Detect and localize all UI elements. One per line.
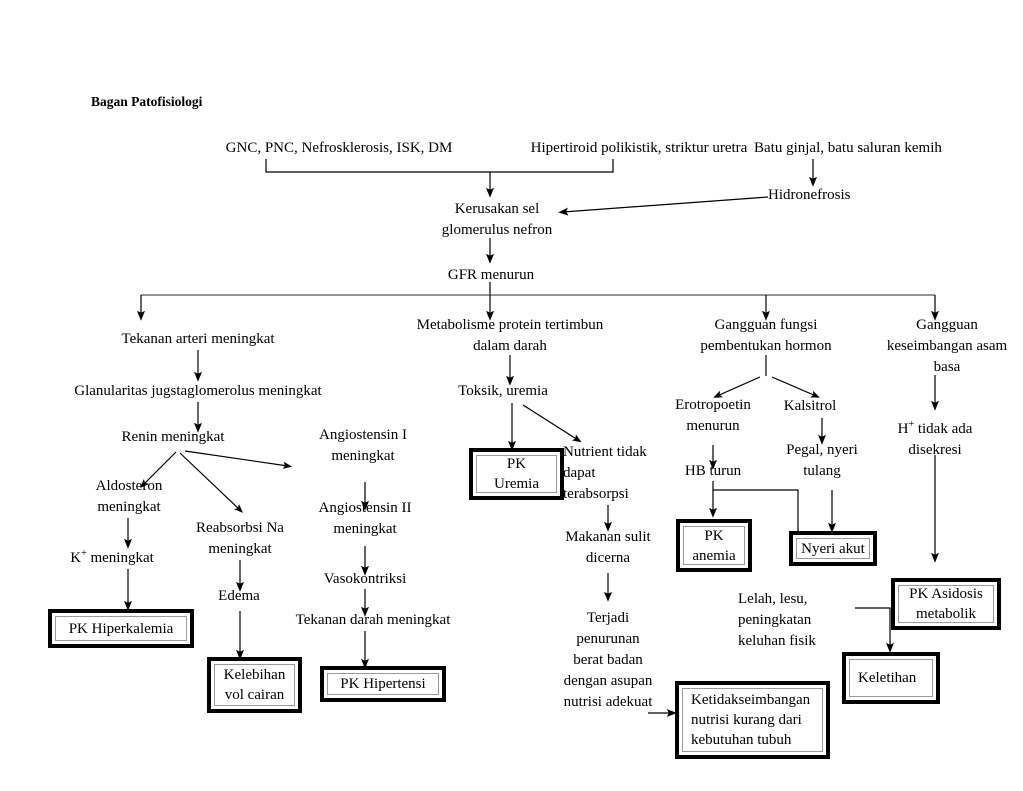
kalium-superscript: +	[81, 548, 87, 559]
node-metabolisme-protein: Metabolisme protein tertimbun dalam dara…	[416, 317, 604, 354]
node-gangguan-fungsi-hormon: Gangguan fungsi pembentukan hormon	[700, 317, 832, 354]
node-h-tidak-ada-disekresi: H+ tidak ada disekresi	[898, 414, 973, 461]
box-nyeri-akut-label: Nyeri akut	[796, 538, 870, 559]
node-kerusakan-sel: Kerusakan sel glomerulus nefron	[441, 201, 553, 238]
box-pk-asidosis-metabolik-label: PK Asidosis metabolik	[898, 585, 994, 623]
box-keletihan-label: Keletihan	[849, 659, 933, 697]
node-tekanan-darah: Tekanan darah meningkat	[295, 612, 451, 628]
hidrogen-line2: disekresi	[908, 442, 962, 458]
node-kalsitrol: Kalsitrol	[783, 398, 837, 414]
node-aldosteron: Aldosteron meningkat	[95, 478, 163, 515]
hidrogen-symbol: H	[897, 421, 909, 437]
box-pk-hipertensi[interactable]: PK Hipertensi	[320, 666, 446, 702]
box-pk-anemia-label: PK anemia	[683, 526, 745, 565]
node-reabsorbsi-na: Reabsorbsi Na meningkat	[196, 520, 284, 557]
node-pegal-nyeri-tulang: Pegal, nyeri tulang	[786, 442, 858, 479]
node-causes-mid: Hipertiroid polikistik, striktur uretra	[530, 140, 748, 156]
box-kelebihan-vol-cairan-label: Kelebihan vol cairan	[214, 664, 295, 706]
node-lelah-lesu: Lelah, lesu, peningkatan keluhan fisik	[738, 591, 816, 649]
node-terjadi-penurunan-berat: Terjadi penurunan berat badan dengan asu…	[563, 610, 653, 710]
box-pk-uremia[interactable]: PK Uremia	[469, 448, 564, 500]
kalium-symbol: K	[70, 550, 82, 566]
node-angiostensin-2: Angiostensin II meningkat	[318, 500, 412, 537]
node-makanan-sulit-dicerna: Makanan sulit dicerna	[565, 529, 651, 566]
node-vasokontriksi: Vasokontriksi	[323, 571, 407, 587]
node-gfr-menurun: GFR menurun	[447, 267, 535, 283]
box-pk-hiperkalemia[interactable]: PK Hiperkalemia	[48, 609, 194, 648]
box-kelebihan-vol-cairan[interactable]: Kelebihan vol cairan	[207, 657, 302, 713]
box-pk-uremia-label: PK Uremia	[476, 455, 557, 493]
box-pk-asidosis-metabolik[interactable]: PK Asidosis metabolik	[891, 578, 1001, 630]
node-kalium-meningkat: K+ meningkat	[70, 543, 154, 569]
node-glanularitas: Glanularitas jugstaglomerolus meningkat	[74, 383, 322, 399]
box-pk-anemia[interactable]: PK anemia	[676, 519, 752, 572]
box-pk-hiperkalemia-label: PK Hiperkalemia	[55, 616, 187, 641]
hidrogen-rest: tidak ada	[914, 421, 973, 437]
node-nutrient-tidak-terabsorpsi: Nutrient tidak dapat terabsorpsi	[563, 444, 647, 502]
box-nyeri-akut[interactable]: Nyeri akut	[789, 531, 877, 566]
box-ketidakseimbangan-nutrisi-label: Ketidakseimbangan nutrisi kurang dari ke…	[682, 688, 823, 752]
page-title: Bagan Patofisiologi	[91, 94, 203, 109]
node-gangguan-keseimbangan-asam-basa: Gangguan keseimbangan asam basa	[886, 317, 1008, 375]
node-tekanan-arteri: Tekanan arteri meningkat	[121, 331, 275, 347]
node-angiostensin-1: Angiostensin I meningkat	[319, 427, 407, 464]
node-erotropoetin-menurun: Erotropoetin menurun	[675, 397, 751, 434]
node-hb-turun: HB turun	[684, 463, 742, 479]
kalium-rest: meningkat	[86, 550, 154, 566]
hidrogen-superscript: +	[908, 419, 915, 430]
node-edema: Edema	[218, 588, 260, 604]
node-hidronefrosis: Hidronefrosis	[768, 187, 851, 203]
box-keletihan[interactable]: Keletihan	[842, 652, 940, 704]
node-toksik-uremia: Toksik, uremia	[458, 383, 548, 399]
node-causes-left: GNC, PNC, Nefrosklerosis, ISK, DM	[225, 140, 453, 156]
box-ketidakseimbangan-nutrisi[interactable]: Ketidakseimbangan nutrisi kurang dari ke…	[675, 681, 830, 759]
box-pk-hipertensi-label: PK Hipertensi	[327, 673, 439, 695]
node-renin: Renin meningkat	[121, 429, 225, 445]
node-causes-right: Batu ginjal, batu saluran kemih	[754, 140, 942, 156]
